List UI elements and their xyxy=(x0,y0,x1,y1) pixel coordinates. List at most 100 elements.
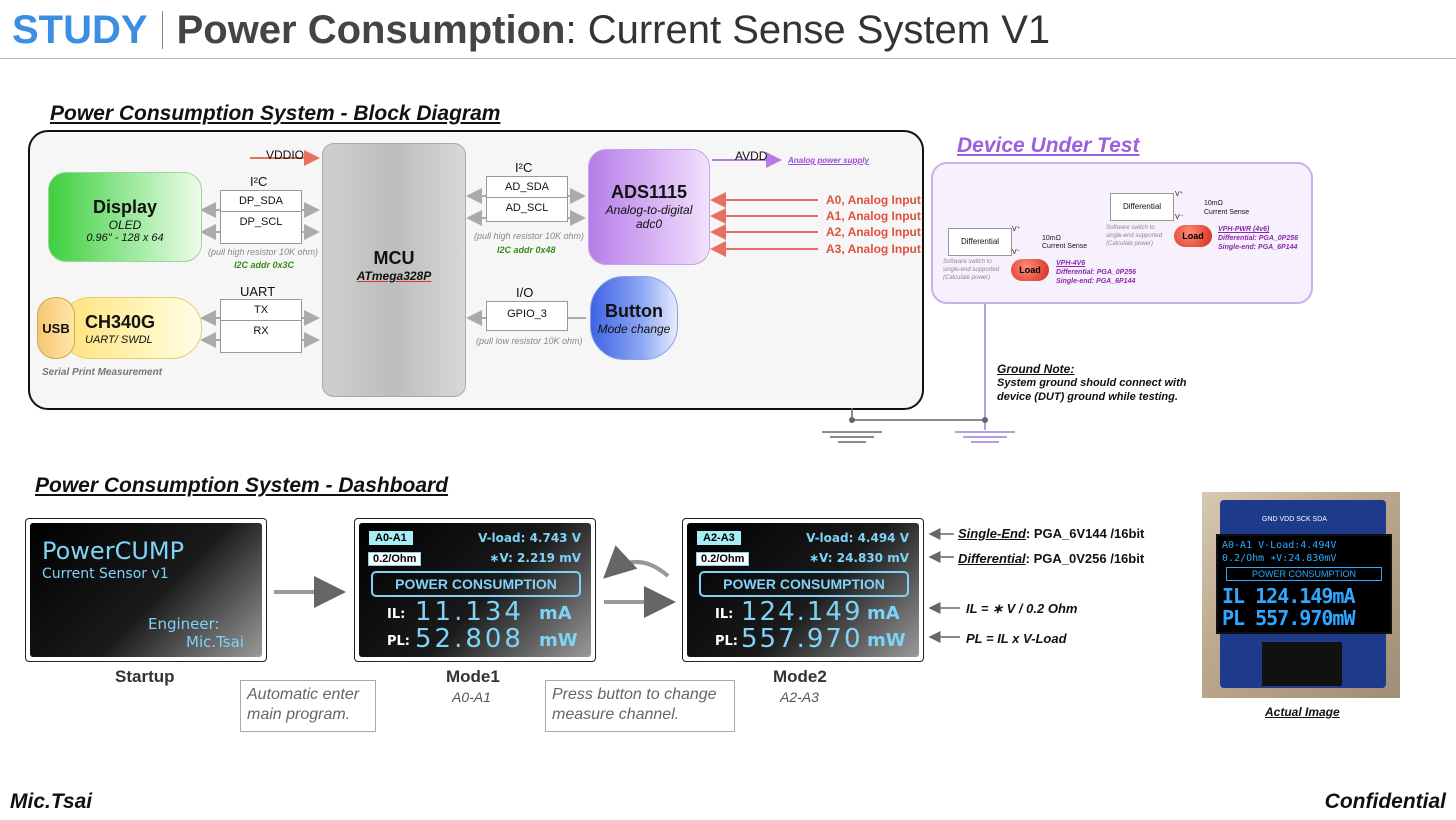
analog-input-a0: A0, Analog Input xyxy=(826,193,921,207)
dut-sw-note-1a: Software switch to xyxy=(1106,225,1155,231)
oled-photo-line1: A0-A1 V-Load:4.494V xyxy=(1222,540,1337,551)
serial-note: Serial Print Measurement xyxy=(42,367,163,378)
single-end-key: Single-End xyxy=(958,526,1026,541)
startup-caption: Startup xyxy=(115,667,175,686)
mode2-il-unit: mA xyxy=(867,603,900,624)
display-block: Display OLED 0.96" - 128 x 64 xyxy=(48,172,202,262)
oled-pin-labels: GND VDD SCK SDA xyxy=(1262,516,1327,523)
mode1-pl-value: 52.808 xyxy=(415,624,524,654)
startup-line4: Mic.Tsai xyxy=(186,633,244,651)
dut-diff-box-1: Differential xyxy=(1110,193,1174,221)
dut-vplus-1: V⁺ xyxy=(1175,191,1184,198)
block-diagram-title: Power Consumption System - Block Diagram xyxy=(50,102,501,125)
i2c-left-sda: DP_SDA xyxy=(221,191,301,212)
analog-input-a3: A3, Analog Input xyxy=(826,242,921,256)
io-gpio: GPIO_3 xyxy=(507,308,547,320)
oled-photo-pl: PL 557.970mW xyxy=(1222,606,1355,630)
mode2-ohm: 0.2/Ohm xyxy=(696,552,750,566)
header-rule xyxy=(0,58,1456,59)
header-divider xyxy=(161,11,163,49)
differential-key: Differential xyxy=(958,551,1026,566)
mode1-vload: V-load: 4.743 V xyxy=(478,531,581,545)
footer-confidential: Confidential xyxy=(1324,790,1446,813)
dut-vminus-2: V⁻ xyxy=(1012,249,1021,256)
mode2-screen: A2-A3 0.2/Ohm V-load: 4.494 V ∗V: 24.830… xyxy=(682,518,924,662)
analog-input-a2: A2, Analog Input xyxy=(826,225,921,239)
dut-load-2: Load xyxy=(1011,259,1049,281)
i2c-left-bus: DP_SDA DP_SCL xyxy=(220,190,302,244)
footer-author: Mic.Tsai xyxy=(10,790,93,813)
button-block: Button Mode change xyxy=(590,276,678,360)
io-label: I/O xyxy=(516,285,534,300)
mode1-screen: A0-A1 0.2/Ohm V-load: 4.743 V ∗V: 2.219 … xyxy=(354,518,596,662)
mode2-pl-label: PL: xyxy=(715,634,739,649)
uart-label: UART xyxy=(240,284,276,299)
vph-4v6-single: Single-end: PGA_6P144 xyxy=(1056,278,1136,285)
mode1-vstar: ∗V: 2.219 mV xyxy=(489,551,581,565)
dut-vplus-2: V⁺ xyxy=(1012,226,1021,233)
ads-sub1: Analog-to-digital xyxy=(605,203,693,217)
mode1-caption: Mode1 xyxy=(446,667,500,686)
analog-supply-label: Analog power supply xyxy=(788,156,869,165)
i2c-right-scl: AD_SCL xyxy=(505,202,549,214)
mode2-pl-value: 557.970 xyxy=(741,624,863,654)
ground-note-line1: System ground should connect with xyxy=(997,377,1187,389)
differential-value: : PGA_0V256 /16bit xyxy=(1025,551,1145,566)
i2c-right-label: I²C xyxy=(515,160,533,175)
press-button-line1: Press button to change xyxy=(552,686,717,703)
ground-note-title: Ground Note: xyxy=(997,362,1075,376)
dut-title: Device Under Test xyxy=(957,134,1140,157)
i2c-left-addr: I2C addr 0x3C xyxy=(234,260,295,270)
uart-rx: RX xyxy=(253,325,269,337)
vph-pwr-name: VPH-PWR (4v6) xyxy=(1218,226,1270,233)
i2c-left-scl: DP_SCL xyxy=(239,216,283,228)
ch340-name: CH340G xyxy=(85,312,156,332)
mode1-il-value: 11.134 xyxy=(415,597,524,627)
mcu-sub: ATmega328P xyxy=(356,269,432,283)
actual-image-caption: Actual Image xyxy=(1265,705,1340,719)
oled-photo-banner: POWER CONSUMPTION xyxy=(1226,567,1382,581)
auto-enter-line1: Automatic enter xyxy=(247,686,360,703)
oled-photo-line2: 0.2/Ohm ∗V:24.830mV xyxy=(1222,553,1337,564)
uart-bus: TX RX xyxy=(220,299,302,353)
io-bus: GPIO_3 xyxy=(486,301,568,331)
il-formula: IL = ∗ V / 0.2 Ohm xyxy=(966,601,1078,616)
startup-line1: PowerCUMP xyxy=(42,537,185,565)
i2c-left-label: I²C xyxy=(250,174,268,189)
ads1115-block: ADS1115 Analog-to-digital adc0 xyxy=(588,149,710,265)
press-button-note: Press button to change measure channel. xyxy=(545,680,735,732)
ground-note-line2: device (DUT) ground while testing. xyxy=(997,391,1178,403)
vddio-label: VDDIO xyxy=(266,148,305,162)
page-title-bold: Power Consumption xyxy=(176,8,566,52)
ads-sub2: adc0 xyxy=(635,217,663,231)
vph-pwr-single: Single-end: PGA_6P144 xyxy=(1218,244,1298,251)
ads-name: ADS1115 xyxy=(610,182,688,202)
display-sub: OLED xyxy=(108,218,142,232)
avdd-label: AVDD xyxy=(735,149,768,163)
mode2-il-value: 124.149 xyxy=(741,597,863,627)
mcu-name: MCU xyxy=(373,248,415,268)
mode2-tag: A2-A3 xyxy=(697,531,741,545)
dut-res-2: 10mΩ xyxy=(1042,235,1061,242)
button-name: Button xyxy=(605,301,663,321)
vph-pwr-diff: Differential: PGA_0P256 xyxy=(1218,235,1299,242)
dut-diff-box-2: Differential xyxy=(948,228,1012,256)
mode2-vstar: ∗V: 24.830 mV xyxy=(808,551,909,565)
vph-4v6-diff: Differential: PGA_0P256 xyxy=(1056,269,1137,276)
button-sub: Mode change xyxy=(597,322,671,336)
study-label: STUDY xyxy=(12,8,148,52)
differential-annotation: Differential: PGA_0V256 /16bit xyxy=(958,551,1144,566)
pl-formula: PL = IL x V-Load xyxy=(966,631,1067,646)
dut-sw-note-2b: single-end supported xyxy=(943,267,1000,273)
dut-sw-note-1b: single-end supported xyxy=(1106,233,1163,239)
uart-tx: TX xyxy=(221,300,301,321)
mode2-vload: V-load: 4.494 V xyxy=(806,531,909,545)
mode2-banner: POWER CONSUMPTION xyxy=(699,571,909,597)
mcu-block: MCU ATmega328P xyxy=(322,143,466,397)
mode1-banner: POWER CONSUMPTION xyxy=(371,571,581,597)
dashboard-title: Power Consumption System - Dashboard xyxy=(35,474,449,497)
dut-cs-1: Current Sense xyxy=(1204,209,1250,216)
